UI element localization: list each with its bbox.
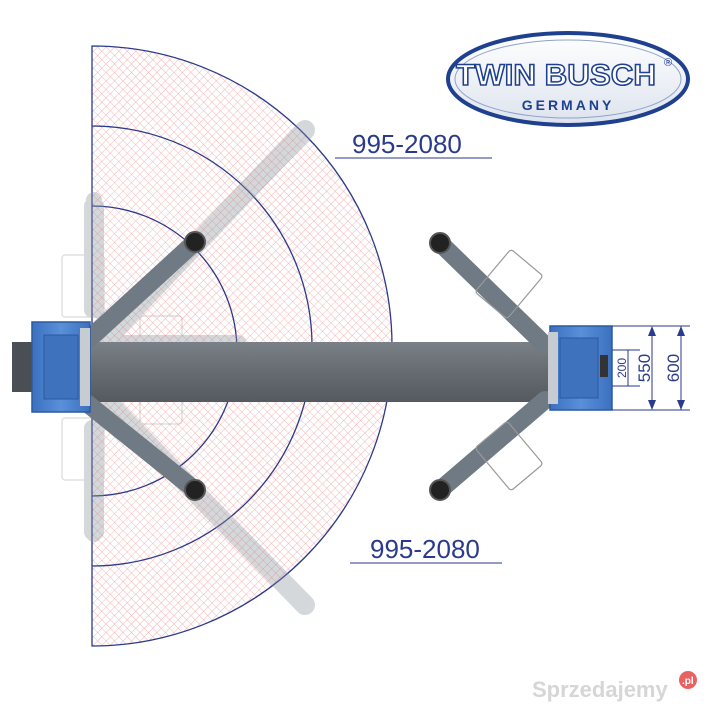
- watermark-site: Sprzedajemy: [532, 677, 668, 702]
- left-arms: [79, 231, 206, 501]
- arm-range-top-label: 995-2080: [352, 129, 462, 159]
- dim-600-label: 600: [664, 354, 683, 382]
- watermark-tld: .pl: [682, 676, 694, 687]
- right-post: [548, 325, 613, 411]
- cross-beam: [80, 342, 560, 402]
- lift-pad-bottom-right: [429, 479, 451, 501]
- logo-registered: ®: [664, 57, 672, 69]
- right-arms: [429, 232, 554, 501]
- lift-pad-top-left: [184, 231, 206, 253]
- logo-brand: TWIN BUSCH: [456, 59, 656, 92]
- lift-pad-top-right: [429, 232, 451, 254]
- sprzedajemy-watermark: Sprzedajemy .pl: [532, 671, 697, 702]
- dim-550-label: 550: [635, 354, 654, 382]
- dim-200-label: 200: [615, 358, 629, 378]
- column-dimensions: [612, 325, 690, 411]
- arm-range-bottom-label: 995-2080: [370, 534, 480, 564]
- twin-busch-logo: TWIN BUSCH ® GERMANY: [446, 31, 690, 127]
- logo-subtitle: GERMANY: [522, 97, 615, 113]
- left-post: [12, 321, 91, 413]
- lift-pad-bottom-left: [184, 479, 206, 501]
